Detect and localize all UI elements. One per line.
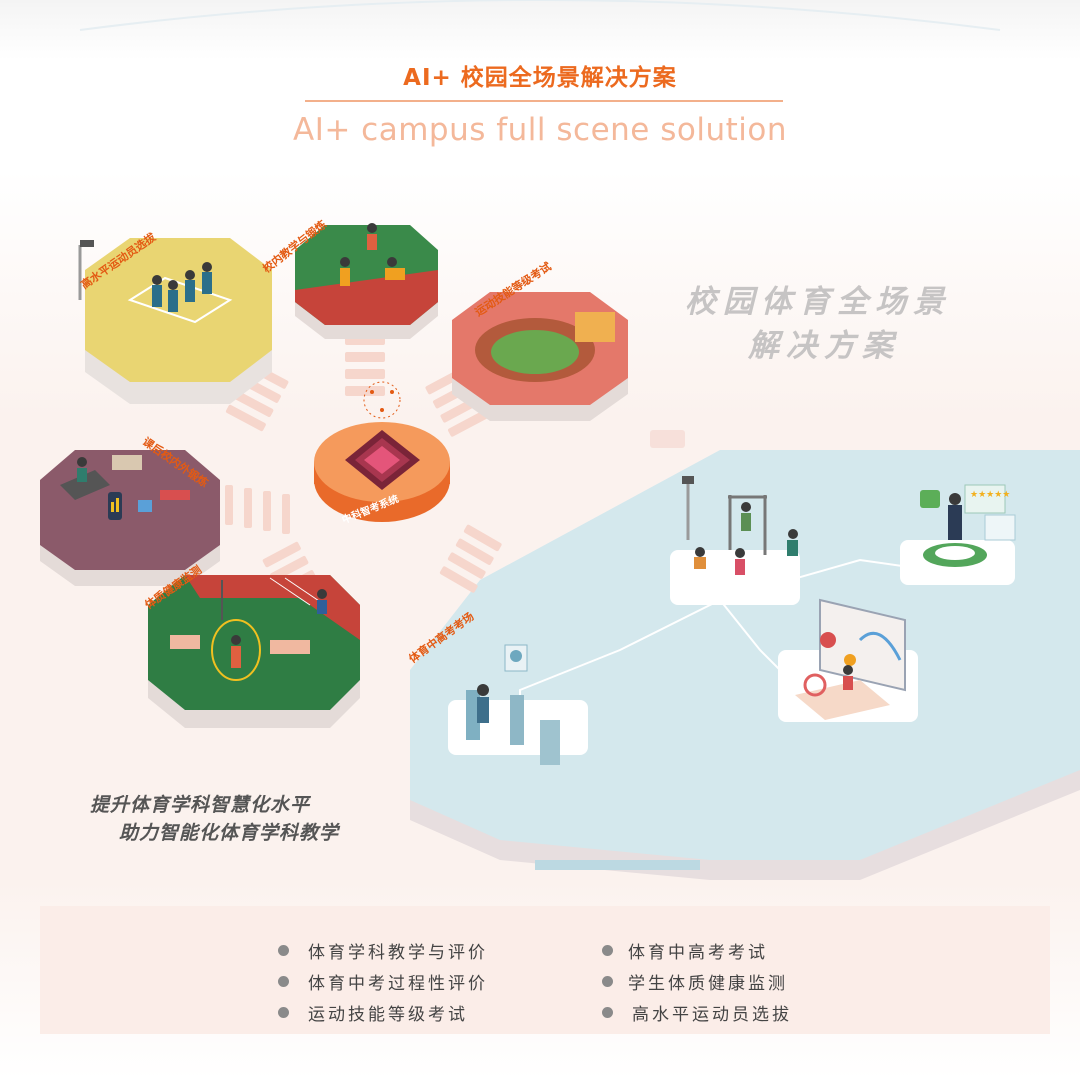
feature-item: 高水平运动员选拔 (632, 1005, 792, 1025)
tagline-line1: 校园体育全场景 (685, 284, 951, 320)
gate-station (448, 644, 588, 765)
bullet-icon (602, 1007, 613, 1018)
slogan-line1: 提升体育学科智慧化水平 (90, 794, 311, 816)
pullup-station (670, 476, 800, 605)
scene-athletes (78, 238, 272, 404)
feature-list (40, 906, 1050, 1034)
slogan-line2: 助力智能化体育学科教学 (119, 822, 340, 844)
bullet-icon (278, 945, 289, 956)
scene-afterschool (40, 450, 220, 586)
tagline-line2: 解决方案 (748, 328, 900, 364)
bullet-icon (278, 976, 289, 987)
screen-station (778, 598, 918, 722)
evaluation-station: ★★★★★ (900, 484, 1016, 585)
bullet-icon (602, 976, 613, 987)
feature-item: 体育学科教学与评价 (308, 943, 488, 963)
page-subtitle: AI+ campus full scene solution (293, 112, 787, 148)
feature-item: 运动技能等级考试 (308, 1005, 468, 1025)
bullet-icon (602, 945, 613, 956)
page-title: AI+ 校园全场景解决方案 (403, 65, 677, 91)
hub-node (314, 381, 450, 522)
feature-item: 体育中考过程性评价 (308, 974, 488, 994)
scene-health (148, 575, 360, 728)
svg-text:★★★★★: ★★★★★ (970, 490, 1010, 500)
feature-item: 体育中高考考试 (628, 943, 768, 963)
bg-arc (79, 0, 1001, 31)
scene-stadium (452, 292, 628, 421)
scene-teaching (295, 223, 438, 339)
feature-item: 学生体质健康监测 (628, 974, 788, 994)
bullet-icon (278, 1007, 289, 1018)
title-divider (305, 100, 783, 102)
